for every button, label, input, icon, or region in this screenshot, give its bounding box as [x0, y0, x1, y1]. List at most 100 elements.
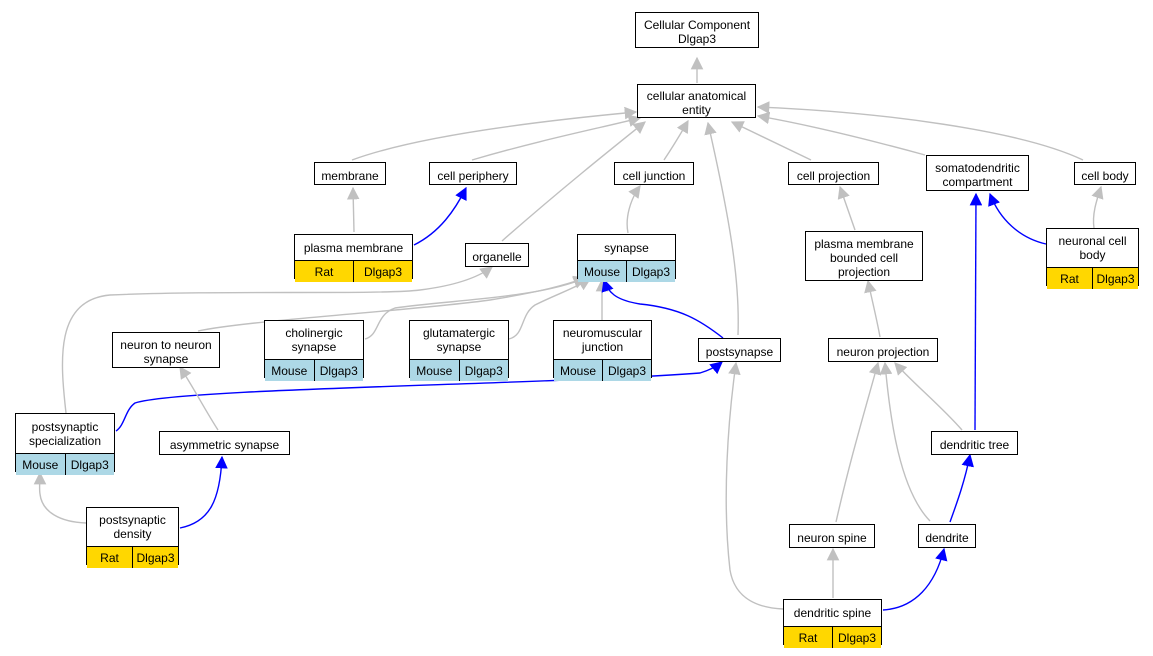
edge-psd-ps-spec — [33, 471, 87, 524]
edge-dendrite-neuron-projection — [879, 361, 931, 522]
node-label: cell body — [1081, 168, 1129, 183]
node-cellular-anatomical-entity[interactable]: cellular anatomical entity — [637, 84, 756, 118]
species-cell: Mouse — [16, 454, 65, 475]
species-cell: Mouse — [578, 261, 626, 282]
edge-pm-bounded-cell-projection — [837, 185, 856, 231]
node-label: organelle — [472, 250, 522, 264]
node-label: postsynapse — [705, 345, 774, 359]
edge-cell-periphery-cae — [471, 114, 642, 161]
annotation-row: Rat Dlgap3 — [784, 626, 881, 648]
node-postsynaptic-density[interactable]: postsynaptic density Rat Dlgap3 — [86, 507, 179, 568]
annotation-row: Mouse Dlgap3 — [265, 359, 363, 381]
gene-cell: Dlgap3 — [626, 261, 675, 282]
node-cell-body[interactable]: cell body — [1074, 162, 1136, 185]
species-cell: Rat — [87, 547, 132, 568]
species-cell: Mouse — [265, 360, 314, 381]
node-postsynaptic-specialization[interactable]: postsynaptic specialization Mouse Dlgap3 — [15, 413, 115, 475]
gene-cell: Dlgap3 — [132, 547, 178, 568]
edge-glutamatergic-synapse — [508, 278, 592, 340]
node-label: postsynaptic specialization — [28, 419, 102, 448]
node-dendrite[interactable]: dendrite — [918, 524, 976, 548]
node-label: cell junction — [622, 168, 686, 183]
edge-cell-projection-cae — [730, 121, 812, 161]
annotation-row: Rat Dlgap3 — [1047, 267, 1138, 289]
edge-membrane-cae — [351, 106, 638, 161]
node-label: synapse — [604, 240, 649, 255]
gene-cell: Dlgap3 — [1092, 268, 1138, 289]
node-label: cell projection — [796, 168, 871, 183]
node-cell-periphery[interactable]: cell periphery — [429, 162, 517, 185]
gene-cell: Dlgap3 — [353, 261, 412, 282]
edge-dendritic-spine-dendrite — [882, 547, 948, 611]
edge-cell-junction-cae — [663, 119, 689, 161]
edge-neuronal-cell-body-somatodendritic — [988, 192, 1047, 245]
edge-cell-body-cae — [756, 101, 1084, 161]
node-membrane[interactable]: membrane — [314, 162, 386, 185]
edge-somatodendritic-cae — [756, 111, 926, 156]
edge-synapse-cell-junction — [626, 184, 641, 234]
node-label: cellular anatomical entity — [646, 89, 747, 117]
node-label: somatodendritic compartment — [935, 161, 1020, 189]
node-label: dendrite — [925, 531, 969, 545]
edge-dendritic-tree-somatodendritic — [969, 192, 983, 431]
edge-asym-synapse-n2n-synapse — [179, 365, 219, 431]
node-label: neuromuscular junction — [562, 326, 643, 354]
edge-dendrite-dendritic-tree — [949, 453, 974, 523]
node-cholinergic-synapse[interactable]: cholinergic synapse Mouse Dlgap3 — [264, 320, 364, 381]
node-plasma-membrane[interactable]: plasma membrane Rat Dlgap3 — [294, 234, 413, 282]
node-asymmetric-synapse[interactable]: asymmetric synapse — [159, 431, 290, 455]
annotation-row: Mouse Dlgap3 — [578, 260, 675, 282]
edge-neuron-projection-pm-bounded — [864, 279, 881, 338]
edge-organelle-cae — [501, 121, 646, 242]
edge-neuronal-cell-body-cell-body — [1091, 185, 1104, 229]
node-neuron-projection[interactable]: neuron projection — [828, 338, 938, 362]
node-cell-projection[interactable]: cell projection — [788, 162, 879, 185]
edge-neuron-spine-neuron-projection — [835, 361, 882, 523]
node-label: neuron projection — [836, 345, 930, 359]
species-cell: Rat — [784, 627, 832, 648]
node-dendritic-tree[interactable]: dendritic tree — [931, 431, 1018, 455]
node-neuromuscular-junction[interactable]: neuromuscular junction Mouse Dlgap3 — [553, 320, 652, 381]
node-dendritic-spine[interactable]: dendritic spine Rat Dlgap3 — [783, 599, 882, 648]
node-label: Cellular Component Dlgap3 — [643, 18, 751, 46]
node-label: postsynaptic density — [99, 513, 166, 541]
edge-plasma-membrane-membrane — [346, 186, 360, 233]
node-neuron-to-neuron-synapse[interactable]: neuron to neuron synapse — [112, 332, 220, 368]
node-label: membrane — [321, 168, 379, 183]
node-label: neuron to neuron synapse — [120, 338, 212, 366]
node-label: cell periphery — [437, 168, 509, 183]
species-cell: Rat — [1047, 268, 1092, 289]
edge-dendritic-tree-neuron-projection — [894, 362, 963, 431]
node-somatodendritic-compartment[interactable]: somatodendritic compartment — [926, 155, 1029, 191]
node-label: asymmetric synapse — [169, 438, 280, 452]
edge-n2n-synapse-synapse — [197, 275, 587, 332]
edge-cholinergic-synapse — [364, 276, 587, 340]
gene-cell: Dlgap3 — [313, 360, 363, 381]
node-neuronal-cell-body[interactable]: neuronal cell body Rat Dlgap3 — [1046, 228, 1139, 289]
annotation-row: Mouse Dlgap3 — [554, 359, 651, 381]
gene-cell: Dlgap3 — [458, 360, 508, 381]
node-plasma-membrane-bounded-cell-projection[interactable]: plasma membrane bounded cell projection — [805, 231, 923, 281]
node-neuron-spine[interactable]: neuron spine — [789, 524, 875, 548]
annotation-row: Mouse Dlgap3 — [410, 359, 508, 381]
edge-ps-spec-postsynapse — [115, 361, 723, 432]
annotation-row: Rat Dlgap3 — [87, 546, 178, 568]
node-organelle[interactable]: organelle — [465, 243, 529, 267]
species-cell: Mouse — [410, 360, 459, 381]
node-glutamatergic-synapse[interactable]: glutamatergic synapse Mouse Dlgap3 — [409, 320, 509, 381]
node-label: neuronal cell body — [1058, 234, 1127, 262]
node-label: cholinergic synapse — [285, 326, 343, 354]
species-cell: Mouse — [554, 360, 602, 381]
node-postsynapse[interactable]: postsynapse — [698, 338, 781, 362]
annotation-row: Mouse Dlgap3 — [16, 453, 114, 475]
node-label: neuron spine — [797, 531, 867, 545]
edge-ps-spec-organelle — [61, 266, 494, 414]
node-cell-junction[interactable]: cell junction — [614, 162, 694, 185]
node-label: dendritic spine — [793, 606, 872, 620]
annotation-row: Rat Dlgap3 — [295, 260, 412, 282]
node-cellular-component[interactable]: Cellular Component Dlgap3 — [635, 12, 759, 48]
species-cell: Rat — [295, 261, 353, 282]
node-synapse[interactable]: synapse Mouse Dlgap3 — [577, 234, 676, 282]
edge-psd-asym-synapse — [179, 455, 228, 529]
node-label: dendritic tree — [939, 438, 1010, 452]
